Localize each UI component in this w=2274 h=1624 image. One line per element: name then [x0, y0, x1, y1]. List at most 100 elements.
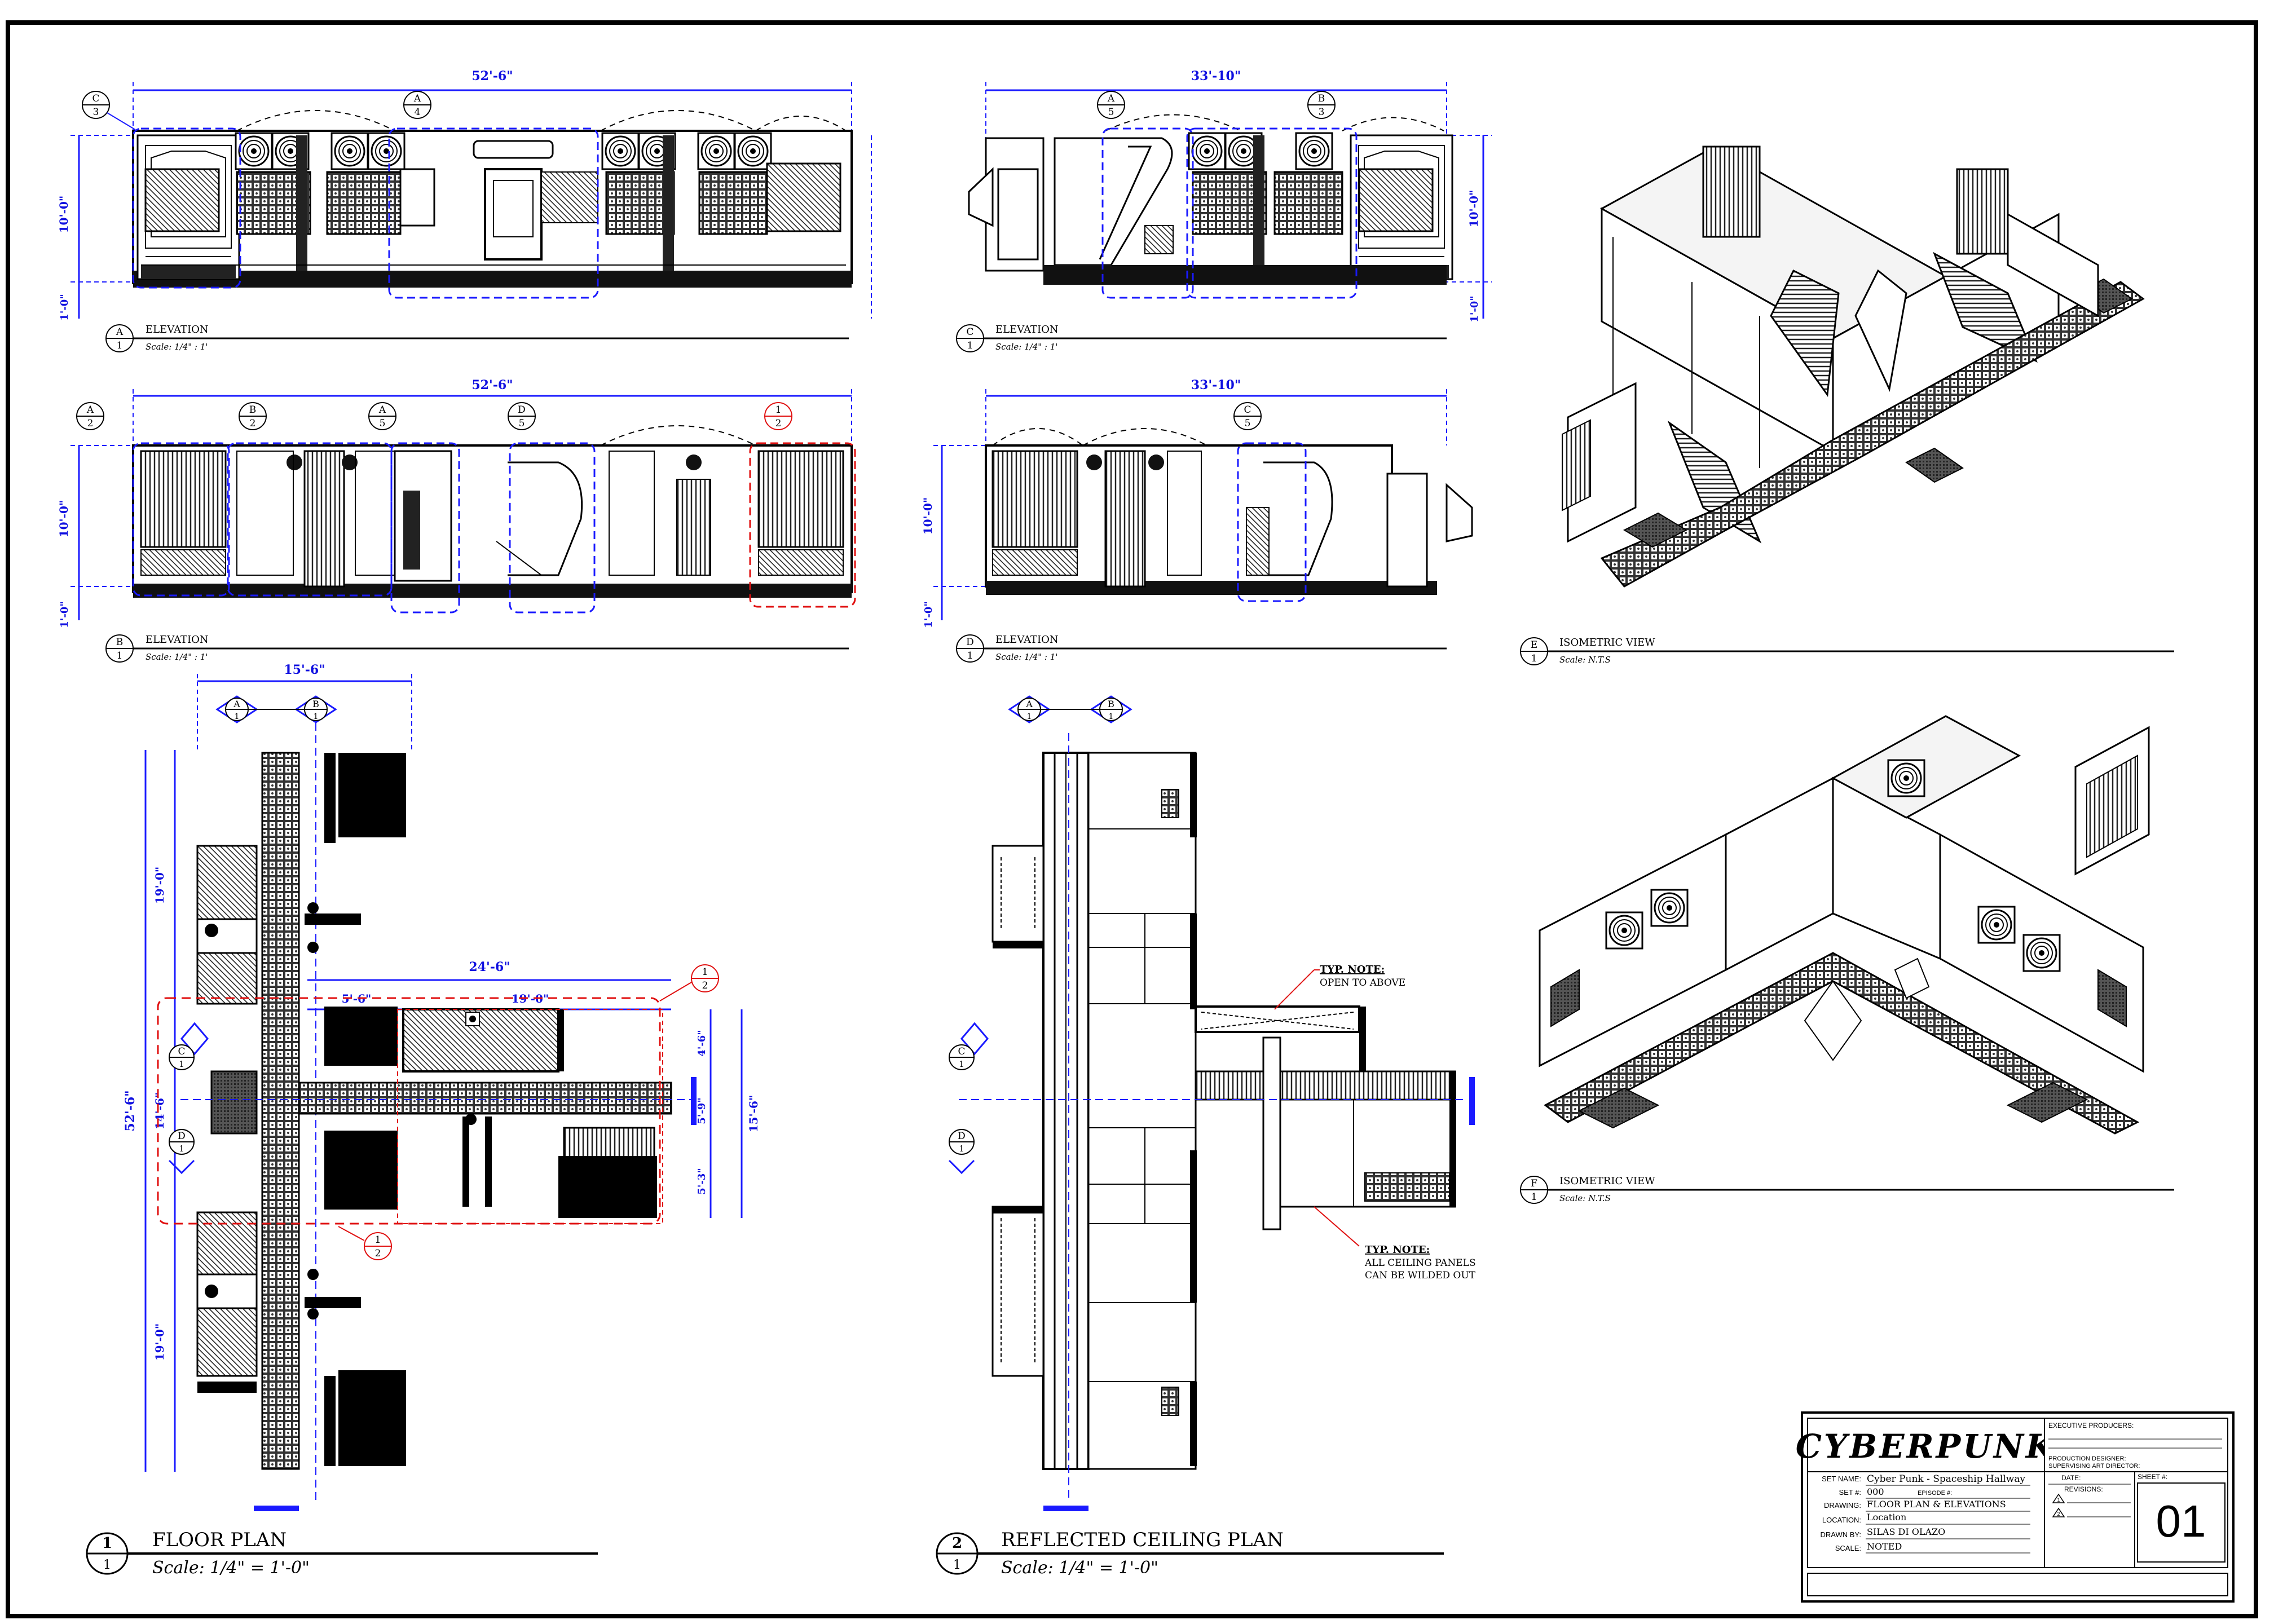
svg-text:A: A: [1025, 699, 1033, 709]
callout-a5[interactable]: A 5: [1097, 91, 1125, 119]
callout-a4[interactable]: A 4: [403, 91, 431, 119]
dim-height-label: 10'-0": [57, 196, 70, 233]
svg-text:1: 1: [102, 1535, 112, 1552]
svg-text:C: C: [92, 93, 99, 104]
sheet-number: 01: [2156, 1496, 2206, 1546]
elevation-d: 33'-10" 10'-0" 1'-0" C 5 D 1: [921, 378, 1473, 663]
svg-text:5'-9": 5'-9": [696, 1097, 708, 1124]
svg-text:5: 5: [1245, 418, 1251, 429]
svg-text:A: A: [378, 404, 386, 416]
section-marker-a[interactable]: A 1: [215, 695, 258, 723]
dim-height-label: 10'-0": [57, 500, 70, 538]
svg-text:1: 1: [967, 340, 973, 351]
svg-text:Scale: 1/4" : 1': Scale: 1/4" : 1': [995, 652, 1057, 662]
view-label-f: F 1 ISOMETRIC VIEW Scale: N.T.S: [1520, 1175, 2174, 1204]
svg-text:B: B: [249, 404, 257, 416]
section-marker-b[interactable]: B 1: [294, 695, 337, 723]
reflected-ceiling-plan: A 1 B 1: [936, 695, 1476, 1578]
svg-text:A: A: [233, 699, 240, 709]
plan-scale: Scale: 1/4" = 1'-0": [152, 1558, 310, 1578]
cyberpunk-logo: CYBERPUNK: [1796, 1427, 2057, 1466]
ceiling-plan-title: 2 1 REFLECTED CEILING PLAN Scale: 1/4" =…: [936, 1529, 1444, 1578]
svg-text:1: 1: [179, 1144, 184, 1154]
svg-text:REFLECTED CEILING PLAN: REFLECTED CEILING PLAN: [1001, 1529, 1284, 1551]
svg-text:EXECUTIVE PRODUCERS:: EXECUTIVE PRODUCERS:: [2048, 1422, 2134, 1429]
svg-text:PRODUCTION DESIGNER:: PRODUCTION DESIGNER:: [2048, 1455, 2126, 1462]
svg-text:B: B: [1108, 699, 1114, 709]
svg-text:5: 5: [1108, 107, 1114, 118]
svg-text:15'-6": 15'-6": [284, 663, 325, 677]
view-label-c: C 1 ELEVATION Scale: 1/4" : 1': [956, 324, 1447, 352]
svg-text:C: C: [958, 1046, 965, 1057]
svg-text:1: 1: [1027, 712, 1032, 721]
svg-text:5'-3": 5'-3": [696, 1168, 708, 1194]
svg-text:1: 1: [1109, 712, 1114, 721]
svg-text:Scale: N.T.S: Scale: N.T.S: [1559, 1193, 1611, 1203]
svg-text:000: 000: [1867, 1486, 1884, 1497]
svg-text:1: 1: [314, 712, 319, 721]
svg-text:ALL CEILING PANELS: ALL CEILING PANELS: [1364, 1257, 1476, 1269]
svg-text:A: A: [413, 93, 421, 104]
svg-text:1'-0": 1'-0": [1469, 295, 1480, 322]
note-ceiling-panels: TYP. NOTE: ALL CEILING PANELS CAN BE WIL…: [1314, 1206, 1476, 1281]
section-marker-d[interactable]: D 1: [168, 1129, 195, 1175]
svg-text:5: 5: [519, 418, 525, 429]
svg-text:33'-10": 33'-10": [1191, 378, 1241, 392]
svg-text:C: C: [1244, 404, 1251, 416]
callout-c3[interactable]: C 3: [82, 91, 136, 130]
svg-text:REVISIONS:: REVISIONS:: [2064, 1485, 2103, 1493]
view-label-e: E 1 ISOMETRIC VIEW Scale: N.T.S: [1520, 637, 2174, 665]
svg-text:1: 1: [959, 1144, 964, 1154]
view-scale: Scale: 1/4" : 1': [146, 652, 208, 662]
svg-text:A: A: [1107, 93, 1115, 104]
svg-text:TYP. NOTE:: TYP. NOTE:: [1365, 1244, 1430, 1256]
callout-1-2-red[interactable]: 1 2: [764, 402, 792, 430]
isometric-view-e: E 1 ISOMETRIC VIEW Scale: N.T.S: [1520, 145, 2174, 665]
svg-text:4: 4: [415, 107, 421, 118]
svg-text:1: 1: [375, 1234, 381, 1246]
svg-text:ISOMETRIC VIEW: ISOMETRIC VIEW: [1559, 1175, 1655, 1187]
svg-text:1: 1: [702, 967, 708, 978]
elevation-a: 52'-6" 10'-0" 1'-0": [57, 69, 872, 352]
dim-base-label: 1'-0": [59, 294, 70, 320]
detail-callout-lower[interactable]: 1 2: [338, 1226, 392, 1260]
view-title: ELEVATION: [146, 634, 209, 646]
svg-text:1'-0": 1'-0": [923, 601, 935, 628]
svg-text:24'-6": 24'-6": [469, 960, 510, 974]
svg-text:TYP. NOTE:: TYP. NOTE:: [1320, 964, 1385, 976]
section-marker-b[interactable]: B 1: [1090, 695, 1132, 723]
svg-text:15'-6": 15'-6": [747, 1095, 760, 1133]
floor-plan-title: 1 1 FLOOR PLAN Scale: 1/4" = 1'-0": [86, 1529, 598, 1578]
svg-text:1: 1: [967, 650, 973, 661]
callout-a5[interactable]: A 5: [368, 402, 396, 430]
svg-text:2: 2: [775, 418, 782, 429]
svg-text:B: B: [116, 637, 124, 648]
view-scale: Scale: 1/4" : 1': [146, 342, 208, 352]
svg-text:C: C: [178, 1046, 185, 1057]
view-title: ELEVATION: [146, 324, 209, 336]
callout-b2[interactable]: B 2: [239, 402, 267, 430]
svg-text:1: 1: [959, 1059, 964, 1069]
section-marker-a[interactable]: A 1: [1008, 695, 1051, 723]
svg-text:1: 1: [775, 404, 782, 416]
sheet-border: [6, 20, 2258, 1618]
section-marker-c[interactable]: C 1: [169, 1022, 209, 1070]
section-marker-c[interactable]: C 1: [949, 1022, 989, 1070]
detail-callout-upper[interactable]: 1 2: [659, 964, 719, 1001]
callout-c5[interactable]: C 5: [1233, 402, 1262, 430]
svg-text:19'-0": 19'-0": [153, 867, 166, 904]
callout-b3[interactable]: B 3: [1307, 91, 1336, 119]
svg-text:SET #:: SET #:: [1839, 1488, 1861, 1497]
svg-text:SHEET #:: SHEET #:: [2138, 1473, 2167, 1481]
dim-width-label: 52'-6": [471, 69, 513, 83]
callout-a2[interactable]: A 2: [76, 402, 104, 430]
callout-d5[interactable]: D 5: [508, 402, 536, 430]
drawing-name: FLOOR PLAN & ELEVATIONS: [1867, 1499, 2006, 1510]
view-label-a: A 1 ELEVATION Scale: 1/4" : 1': [105, 324, 849, 352]
section-marker-d[interactable]: D 1: [948, 1129, 975, 1175]
svg-text:10'-0": 10'-0": [1467, 190, 1480, 228]
svg-text:ISOMETRIC VIEW: ISOMETRIC VIEW: [1559, 637, 1655, 648]
view-label-b: B 1 ELEVATION Scale: 1/4" : 1': [105, 634, 849, 663]
svg-text:52'-6": 52'-6": [123, 1090, 138, 1131]
